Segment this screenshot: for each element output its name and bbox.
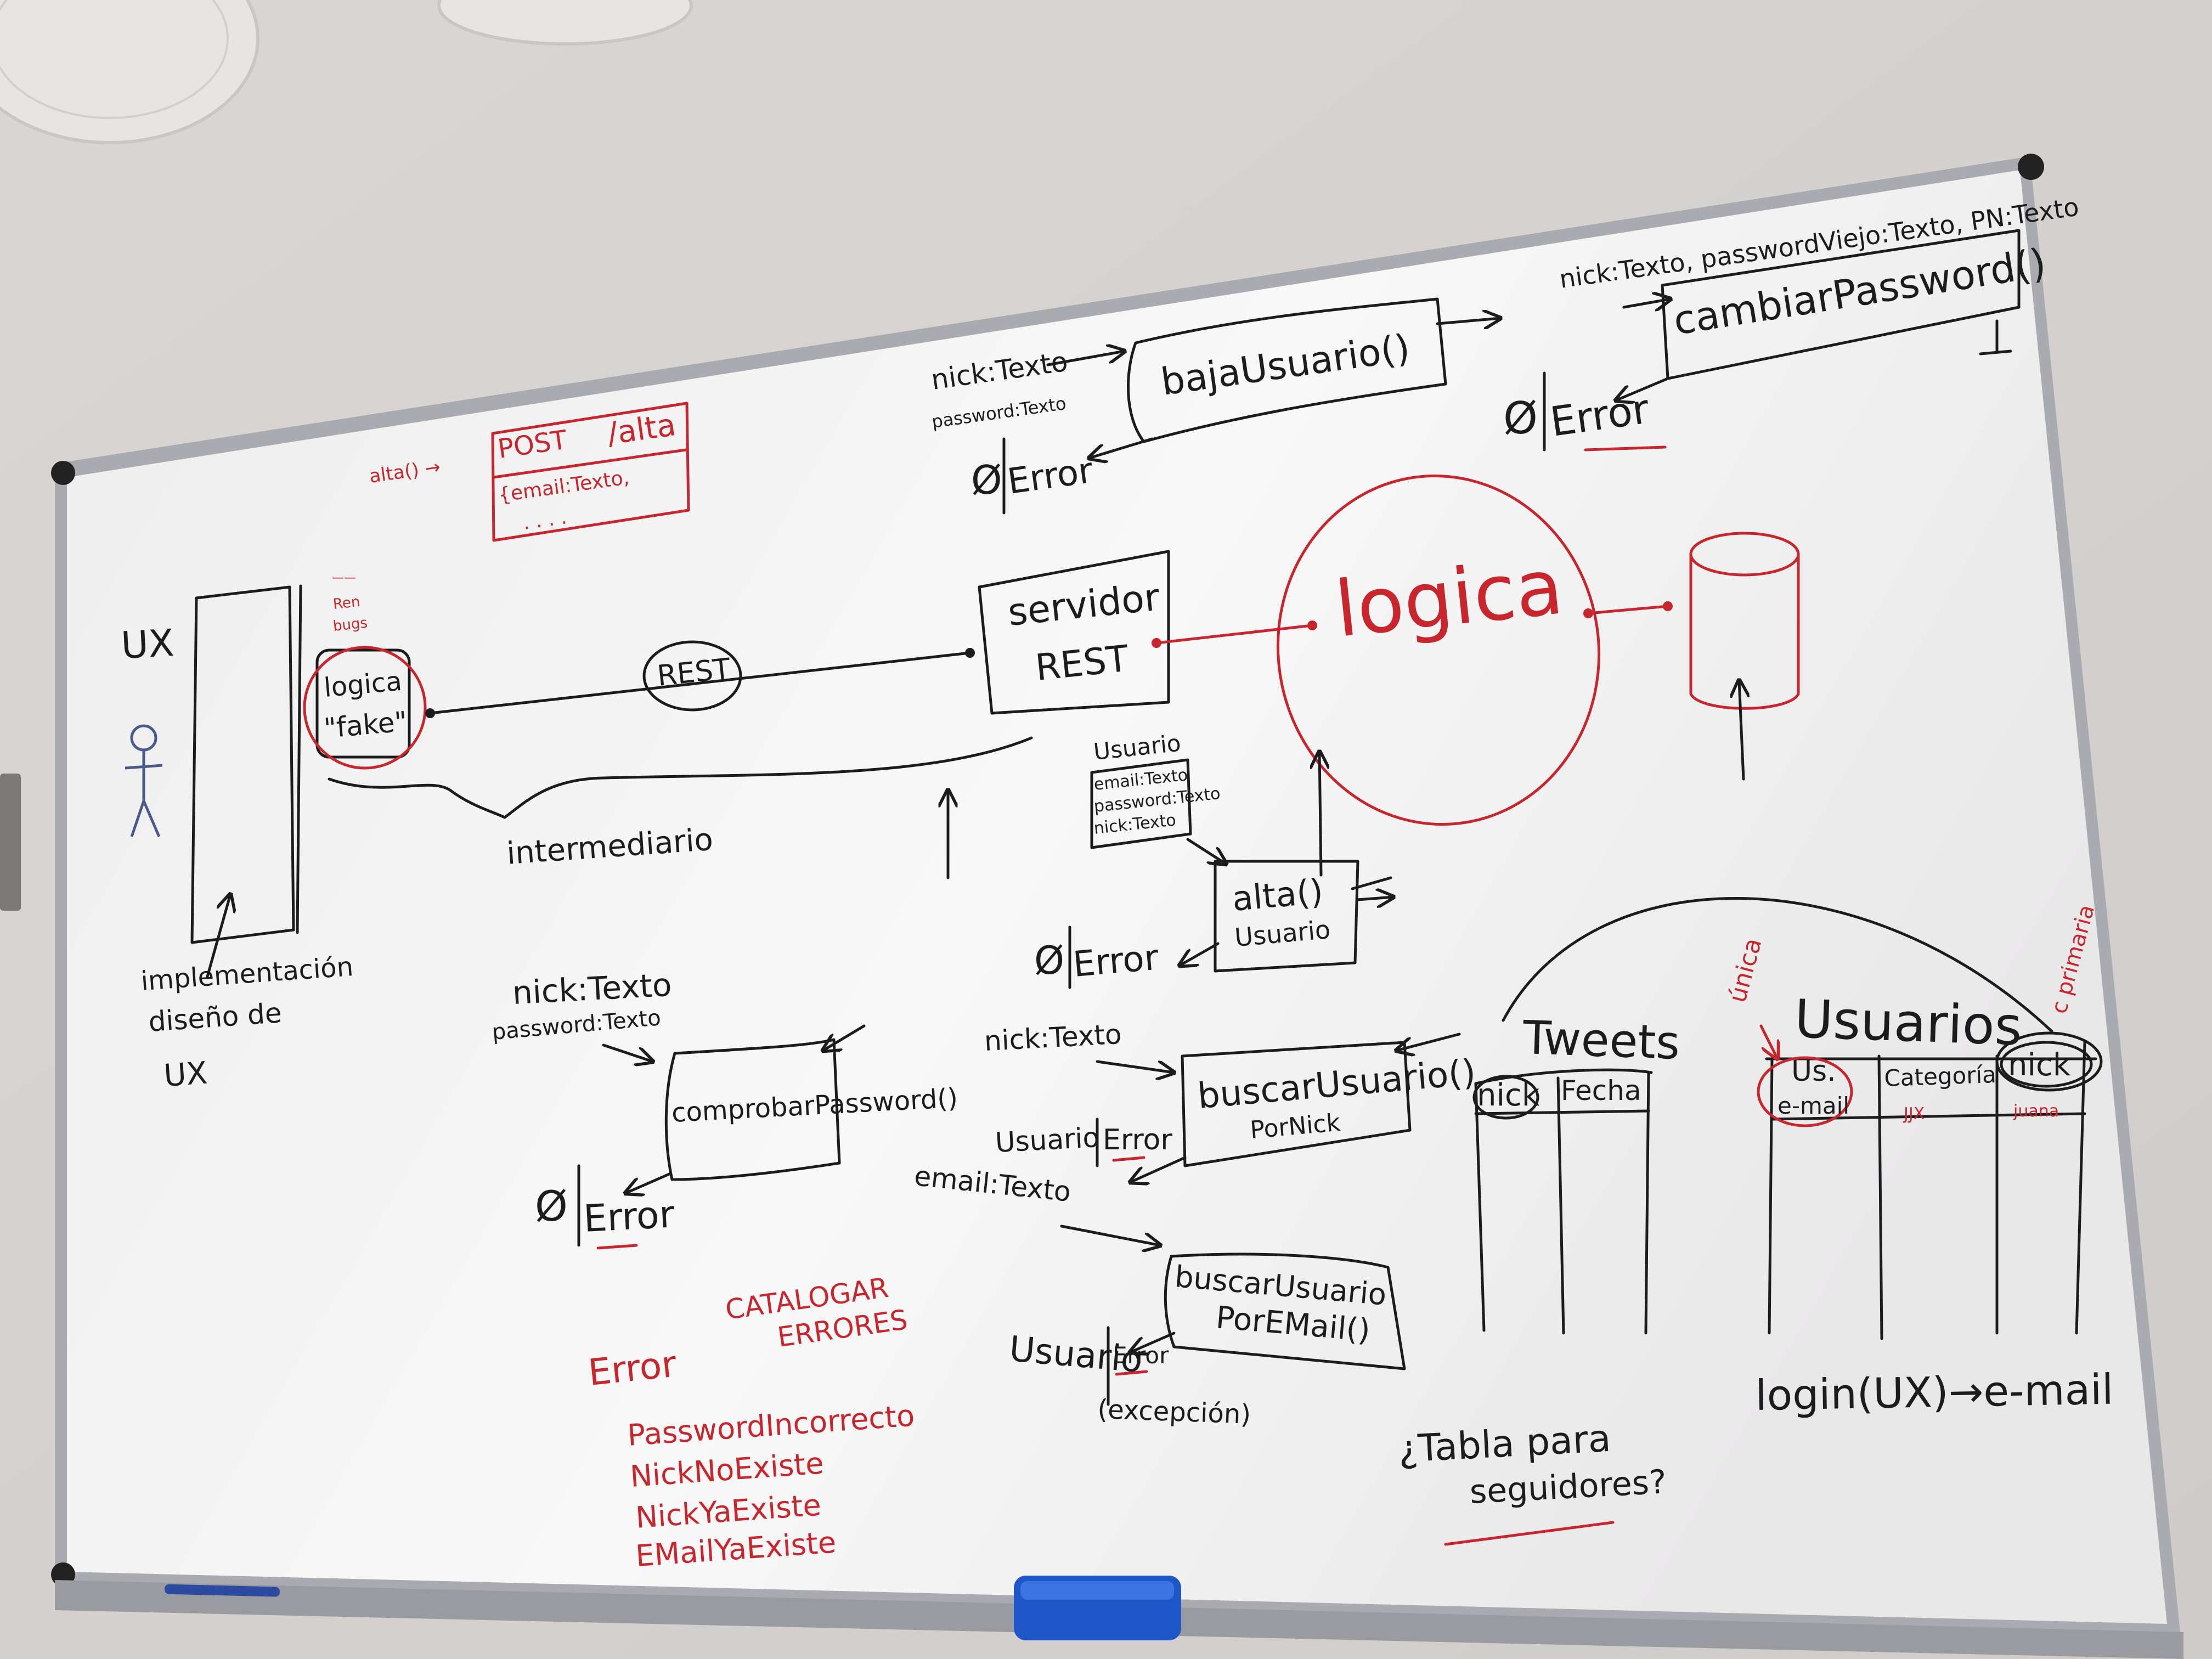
- buscar-email-result-error: Error: [1113, 1342, 1169, 1369]
- fake-logic-line: "fake": [323, 706, 409, 744]
- tweets-column: nick: [1477, 1077, 1540, 1113]
- red-mark: ——: [332, 571, 356, 585]
- usuarios-sub-label: JJX: [1903, 1104, 1925, 1124]
- usuarios-title: Usuarios: [1793, 988, 2023, 1057]
- comprobar-password-function: nick:Texto password:Texto comprobarPassw…: [491, 966, 958, 1250]
- buscar-nick-input: nick:Texto: [984, 1018, 1122, 1057]
- tweets-column: Fecha: [1561, 1075, 1641, 1107]
- up-arrow: [1739, 680, 1743, 781]
- buscar-email-note: (excepción): [1097, 1394, 1251, 1430]
- frame-corner: [2018, 154, 2044, 180]
- usuarios-sub-label: e-mail: [1778, 1092, 1849, 1119]
- alta-result-error: Error: [1071, 938, 1161, 985]
- marker-pen: [165, 1584, 280, 1597]
- rest-server-line: REST: [1034, 637, 1131, 689]
- usuarios-table: Usuarios Us. e-mail Categoría JJX nick j…: [1723, 902, 2114, 1420]
- ground-symbol: [1979, 319, 2012, 356]
- ux-label: UX: [120, 622, 175, 668]
- user-stick-figure: [125, 724, 163, 837]
- alta-function-line: alta(): [1231, 871, 1325, 919]
- usuarios-column: Us.: [1791, 1055, 1836, 1088]
- comprobar-result-empty: Ø: [535, 1182, 568, 1231]
- alta-usuario-function: Usuario email:Texto password:Texto nick:…: [1034, 730, 1393, 989]
- baja-result-empty: Ø: [971, 457, 1002, 503]
- cambiar-result-empty: Ø: [1503, 393, 1538, 444]
- red-mark: bugs: [332, 615, 369, 635]
- error-title: Error: [586, 1342, 679, 1393]
- rest-label: REST: [656, 652, 732, 693]
- frame-corner: [51, 461, 75, 485]
- tweets-title: Tweets: [1521, 1011, 1680, 1070]
- intermediary-brace: [328, 736, 1033, 819]
- up-arrow: [1319, 752, 1321, 877]
- buscar-nick-result-user: Usuario: [995, 1121, 1101, 1159]
- usuarios-sub-label: juana: [2013, 1102, 2059, 1121]
- red-mark: Ren: [332, 594, 361, 613]
- database-icon: [1689, 532, 1800, 710]
- fake-logic: —— Ren bugs logica "fake": [303, 571, 427, 770]
- usuarios-column: Categoría: [1884, 1061, 1997, 1092]
- buscar-nick-result-error: Error: [1103, 1124, 1172, 1156]
- followers-question: ¿Tabla para seguidores?: [1397, 1417, 1667, 1546]
- implementation-pointer-arrow: [206, 894, 230, 978]
- fake-logic-line: logica: [323, 666, 403, 703]
- alta-result-empty: Ø: [1034, 938, 1064, 983]
- tweets-table: Tweets nick Fecha: [1472, 896, 2053, 1335]
- implementation-note-line: UX: [162, 1056, 208, 1094]
- board-surface: [67, 170, 2167, 1624]
- usuarios-column: nick: [2008, 1047, 2071, 1083]
- comprobar-result-error: Error: [583, 1193, 676, 1241]
- comprobar-input-line: nick:Texto: [511, 966, 673, 1012]
- login-note: login(UX)→e-mail: [1755, 1365, 2114, 1420]
- ceiling-fixtures: [0, 0, 693, 144]
- wall-socket: [0, 774, 21, 911]
